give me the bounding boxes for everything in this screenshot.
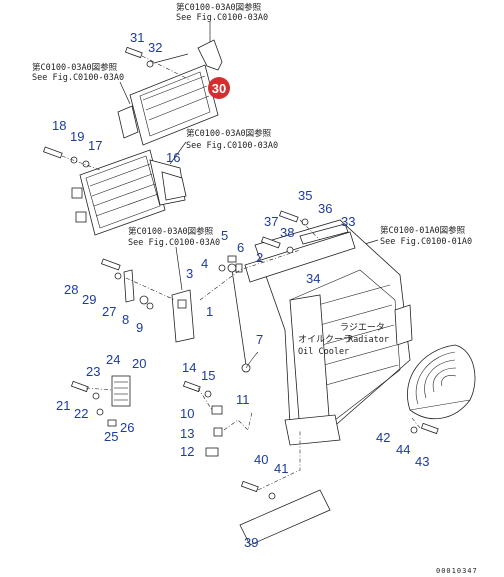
callout-18: 18	[52, 118, 66, 133]
part-42-fan-guard	[407, 344, 476, 419]
callout-36: 36	[318, 201, 332, 216]
ref-note-right: 第C0100-01A0図参照 See Fig.C0100-01A0	[380, 225, 472, 247]
callout-39: 39	[244, 535, 258, 550]
callout-35: 35	[298, 188, 312, 203]
callout-16: 16	[166, 150, 180, 165]
callout-41: 41	[274, 461, 288, 476]
ref-top-en: See Fig.C0100-03A0	[176, 13, 268, 23]
ref-left-jp: 第C0100-03A0図参照	[32, 62, 118, 73]
parts-4-5-6	[218, 255, 243, 273]
part-33-34-top-bar	[261, 210, 349, 254]
callouts: 31 32 30 18 19 17 16 35 36 37 38 33 34 5…	[52, 30, 429, 550]
label-oil-cooler-en: Oil Cooler	[298, 347, 349, 357]
callout-1: 1	[206, 304, 213, 319]
callout-34: 34	[306, 271, 320, 286]
ref-right-en: See Fig.C0100-01A0	[380, 237, 472, 247]
install-lines	[61, 55, 421, 491]
callout-43: 43	[415, 454, 429, 469]
ref-mid-jp: 第C0100-03A0図参照	[186, 128, 272, 139]
ref-lower-en: See Fig.C0100-03A0	[128, 238, 220, 248]
callout-6: 6	[237, 240, 244, 255]
ref-lower-jp: 第C0100-03A0図参照	[128, 226, 214, 237]
callout-22: 22	[74, 406, 88, 421]
ref-left-en: See Fig.C0100-03A0	[32, 73, 124, 83]
bolt-31-32	[124, 46, 154, 68]
callout-28: 28	[64, 282, 78, 297]
ref-top-jp: 第C0100-03A0図参照	[176, 2, 262, 13]
callout-38: 38	[280, 225, 294, 240]
callout-11: 11	[236, 392, 250, 407]
part-1-rod	[227, 263, 251, 373]
callout-3: 3	[186, 266, 193, 281]
ref-note-top: 第C0100-03A0図参照 See Fig.C0100-03A0	[176, 2, 268, 23]
parts-10-15	[182, 380, 223, 457]
bolt-17-18-19	[43, 146, 90, 168]
label-radiator-jp: ラジエータ	[340, 322, 385, 333]
ref-note-left: 第C0100-03A0図参照 See Fig.C0100-03A0	[32, 62, 124, 83]
radiator-labels: ラジエータ Radiator オイルクーラ Oil Cooler	[298, 322, 389, 357]
parts-7-11-hose	[223, 351, 259, 431]
label-oil-cooler-jp: オイルクーラ	[298, 334, 352, 345]
callout-7: 7	[256, 332, 263, 347]
callout-12: 12	[180, 444, 194, 459]
ref-right-jp: 第C0100-01A0図参照	[380, 225, 466, 236]
callout-25: 25	[104, 429, 118, 444]
label-radiator-en: Radiator	[348, 335, 389, 345]
callout-30-highlight	[208, 77, 230, 99]
part-16-oil-cooler-core	[71, 149, 187, 236]
callout-19: 19	[70, 129, 84, 144]
parts-20-26-small-cooler	[70, 375, 131, 427]
callout-37: 37	[264, 214, 278, 229]
callout-29: 29	[82, 292, 96, 307]
part-30-cooler-panel	[117, 39, 223, 146]
callout-10: 10	[180, 406, 194, 421]
callout-40: 40	[254, 452, 268, 467]
callout-31: 31	[130, 30, 144, 45]
callout-23: 23	[86, 364, 100, 379]
callout-20: 20	[132, 356, 146, 371]
callout-13: 13	[180, 426, 194, 441]
callout-42: 42	[376, 430, 390, 445]
callout-9: 9	[136, 320, 143, 335]
callout-8: 8	[122, 312, 129, 327]
figure-code: 00010347	[436, 567, 478, 575]
callout-21: 21	[56, 398, 70, 413]
callout-30: 30	[212, 81, 226, 96]
ref-note-mid: 第C0100-03A0図参照 See Fig.C0100-03A0	[186, 128, 278, 151]
callout-4: 4	[201, 256, 208, 271]
callout-32: 32	[148, 40, 162, 55]
callout-44: 44	[396, 442, 410, 457]
ref-note-lower: 第C0100-03A0図参照 See Fig.C0100-03A0	[128, 226, 220, 248]
callout-24: 24	[106, 352, 120, 367]
callout-2: 2	[256, 250, 263, 265]
callout-17: 17	[88, 138, 102, 153]
parts-8-9	[139, 295, 154, 310]
part-3-bracket	[171, 289, 195, 343]
parts-27-28-29	[101, 258, 135, 303]
callout-5: 5	[221, 228, 228, 243]
callout-33: 33	[341, 214, 355, 229]
callout-27: 27	[102, 304, 116, 319]
callout-14: 14	[182, 360, 196, 375]
ref-mid-en: See Fig.C0100-03A0	[186, 141, 278, 151]
bolt-43-44	[410, 422, 439, 435]
callout-26: 26	[120, 420, 134, 435]
part-39-plate	[239, 480, 331, 546]
radiator-assembly	[244, 219, 413, 446]
callout-15: 15	[201, 368, 215, 383]
